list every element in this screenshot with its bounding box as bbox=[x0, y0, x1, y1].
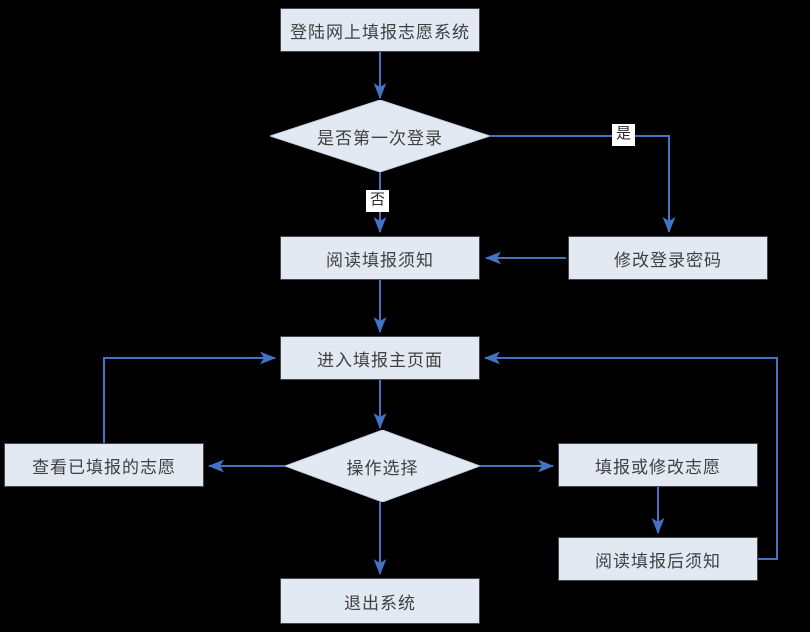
flow-node-first_time[interactable]: 是否第一次登录 bbox=[270, 100, 490, 172]
flow-node-main_page[interactable]: 进入填报主页面 bbox=[280, 336, 480, 380]
flow-node-read_notice[interactable]: 阅读填报须知 bbox=[280, 236, 480, 280]
flow-node-label-read_notice: 阅读填报须知 bbox=[326, 250, 434, 270]
flow-node-label-exit: 退出系统 bbox=[344, 593, 416, 613]
flow-edge-view-back-to-main bbox=[103, 351, 276, 443]
flow-node-label-change_pwd: 修改登录密码 bbox=[614, 250, 722, 270]
flow-node-view_filled[interactable]: 查看已填报的志愿 bbox=[4, 443, 204, 487]
flow-node-post_notice[interactable]: 阅读填报后须知 bbox=[558, 537, 758, 581]
flow-node-fill_modify[interactable]: 填报或修改志愿 bbox=[558, 443, 758, 487]
flow-edge-label-yes: 是 bbox=[612, 124, 636, 146]
flow-node-label-fill_modify: 填报或修改志愿 bbox=[595, 457, 721, 477]
flow-node-change_pwd[interactable]: 修改登录密码 bbox=[568, 236, 768, 280]
flow-node-exit[interactable]: 退出系统 bbox=[280, 578, 480, 624]
flow-node-label-main_page: 进入填报主页面 bbox=[317, 350, 443, 370]
flow-node-operation[interactable]: 操作选择 bbox=[285, 430, 480, 502]
flow-node-label-login: 登陆网上填报志愿系统 bbox=[290, 22, 470, 42]
flow-node-label-first_time: 是否第一次登录 bbox=[317, 128, 443, 148]
flow-node-label-operation: 操作选择 bbox=[346, 458, 419, 478]
flow-edge-label-no: 否 bbox=[366, 190, 390, 212]
flow-node-label-post_notice: 阅读填报后须知 bbox=[595, 551, 721, 571]
flow-node-label-view_filled: 查看已填报的志愿 bbox=[32, 457, 176, 477]
diamond-shape-icon bbox=[270, 100, 490, 172]
flow-node-login[interactable]: 登陆网上填报志愿系统 bbox=[280, 8, 480, 52]
flow-edge-first-yes-to-pwd bbox=[490, 135, 676, 233]
diamond-shape-icon bbox=[285, 430, 480, 502]
